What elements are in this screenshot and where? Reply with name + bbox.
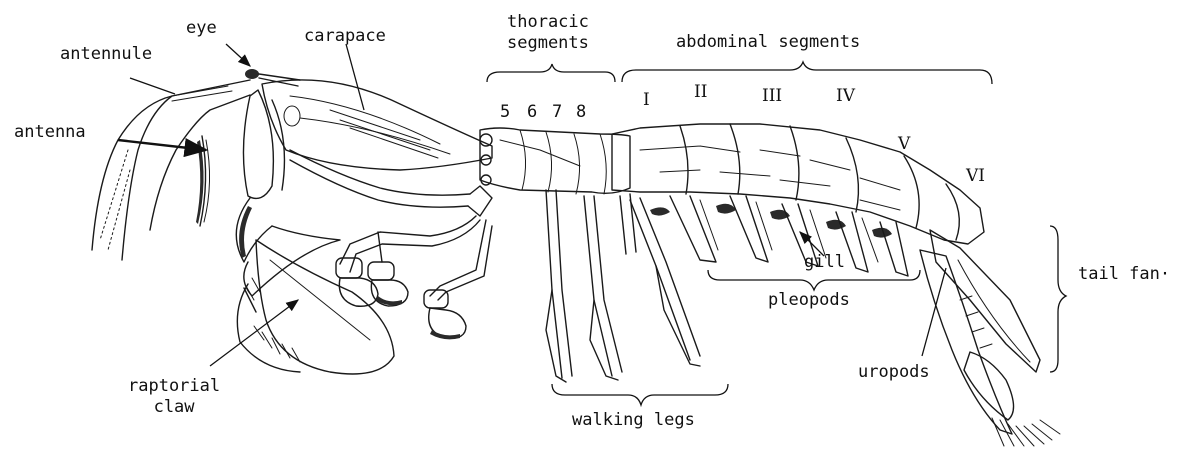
label-pleopods: pleopods: [768, 292, 850, 309]
raptorial-claw-drawing: [236, 198, 394, 374]
label-abdominal-IV: IV: [836, 88, 855, 105]
uropods-leader: [922, 268, 946, 356]
label-thoracic-segments: thoracic segments: [507, 12, 589, 55]
thorax-drawing: [480, 128, 630, 194]
antenna-leader: [118, 140, 206, 150]
thoracic-segments-brace: [487, 64, 615, 82]
label-antennule: antennule: [60, 46, 152, 63]
label-carapace: carapace: [304, 28, 386, 45]
antennule-drawing: [92, 80, 250, 260]
label-thoracic-6: 6: [527, 104, 537, 121]
label-walking-legs: walking legs: [572, 412, 695, 429]
abdominal-segments-brace: [622, 62, 992, 84]
label-raptorial-claw: raptorial claw: [128, 376, 220, 419]
label-abdominal-I: I: [643, 92, 650, 109]
label-abdominal-segments: abdominal segments: [676, 34, 860, 51]
maxilliped-drawing: [290, 150, 492, 339]
carapace-drawing: [243, 80, 492, 199]
antennule-leader: [130, 78, 175, 94]
label-thoracic-7: 7: [552, 104, 562, 121]
eye-drawing: [245, 69, 300, 86]
label-abdominal-V: V: [898, 136, 910, 153]
label-abdominal-VI: VI: [966, 168, 985, 185]
abdomen-drawing: [612, 124, 984, 244]
tail-fan-drawing: [920, 230, 1060, 446]
label-thoracic-8: 8: [576, 104, 586, 121]
label-antenna: antenna: [14, 124, 86, 141]
eye-leader: [226, 44, 250, 66]
label-eye: eye: [186, 20, 217, 37]
label-abdominal-III: III: [762, 88, 782, 105]
label-thoracic-5: 5: [500, 104, 510, 121]
carapace-leader: [346, 44, 364, 110]
label-abdominal-II: II: [694, 84, 707, 101]
tail-fan-brace: [1050, 226, 1066, 372]
walking-legs-drawing: [546, 190, 700, 382]
label-tail-fan: tail fan·: [1078, 266, 1170, 283]
walking-legs-brace: [552, 384, 728, 405]
label-gill: gill: [804, 254, 845, 271]
pleopods-brace: [708, 270, 920, 290]
pleopods-drawing: [670, 196, 908, 276]
antenna-drawing: [100, 95, 250, 250]
label-uropods: uropods: [858, 364, 930, 381]
